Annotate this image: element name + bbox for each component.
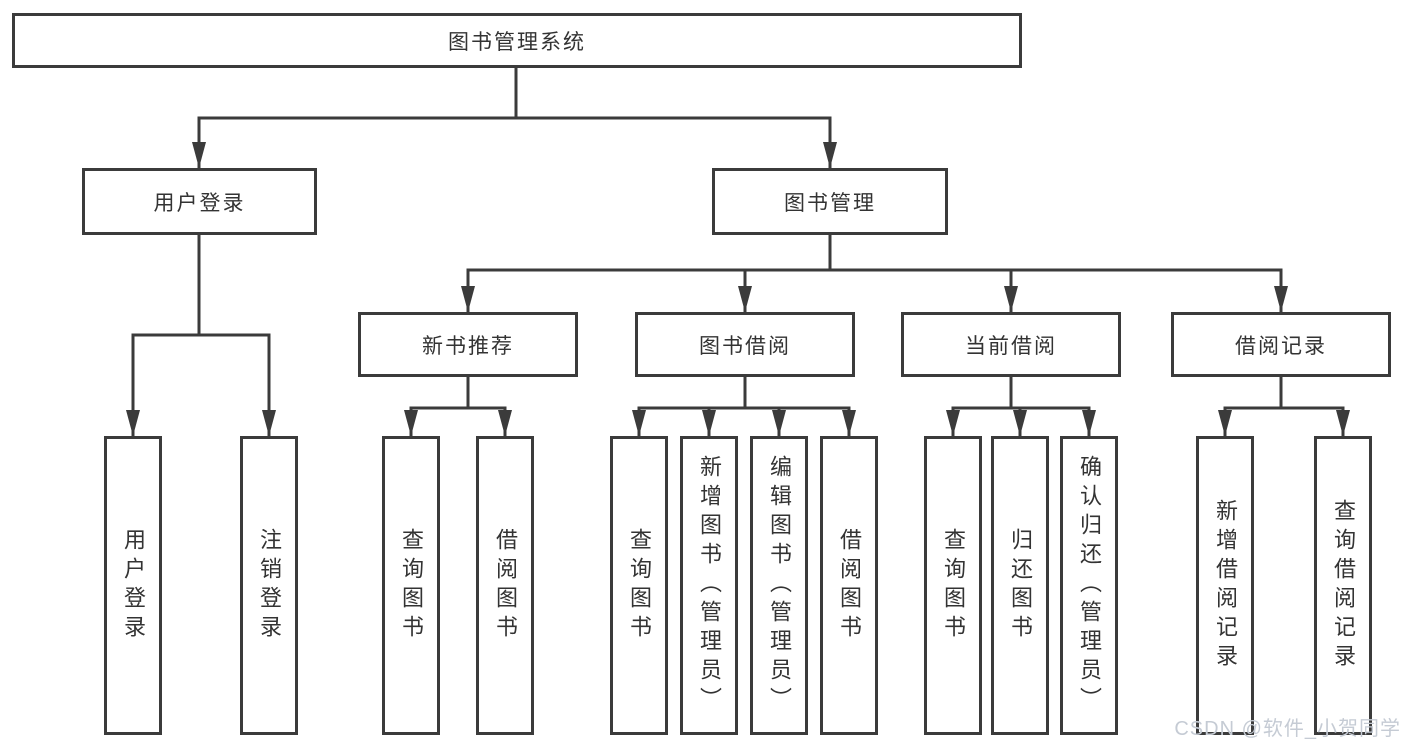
leaf-add-borrow-record: 新增借阅记录 (1196, 436, 1254, 735)
leaf-label: 借阅图书 (493, 527, 518, 644)
leaf-borrow-books: 借阅图书 (820, 436, 878, 735)
leaf-query-books-current: 查询图书 (924, 436, 982, 735)
connector-current-borrow-bar (951, 375, 1091, 410)
node-label: 用户登录 (153, 191, 246, 215)
node-user-login: 用户登录 (82, 168, 317, 235)
leaf-query-books-borrow: 查询图书 (610, 436, 668, 735)
connector-borrow-records-bar (1223, 375, 1345, 410)
node-label: 借阅记录 (1235, 334, 1327, 358)
node-book-management: 图书管理 (712, 168, 948, 235)
node-root-system: 图书管理系统 (12, 13, 1022, 68)
connector-new-book-bar (409, 375, 507, 410)
leaf-logout: 注销登录 (240, 436, 298, 735)
node-label: 图书借阅 (699, 334, 791, 358)
leaf-return-books: 归还图书 (991, 436, 1049, 735)
leaf-query-borrow-record: 查询借阅记录 (1314, 436, 1372, 735)
leaf-query-books-recommend: 查询图书 (382, 436, 440, 735)
node-current-borrow: 当前借阅 (901, 312, 1121, 377)
leaf-label: 查询图书 (941, 527, 966, 644)
node-label: 图书管理 (784, 191, 876, 215)
leaf-label: 注销登录 (257, 527, 282, 644)
leaf-label: 确认归还（管理员） (1077, 455, 1102, 716)
csdn-watermark: CSDN @软件_小贺同学 (1174, 718, 1401, 740)
leaf-label: 归还图书 (1008, 527, 1033, 644)
leaf-confirm-return-admin: 确认归还（管理员） (1060, 436, 1118, 735)
leaf-label: 借阅图书 (837, 527, 862, 644)
leaf-add-books-admin: 新增图书（管理员） (680, 436, 738, 735)
node-label: 当前借阅 (965, 334, 1057, 358)
leaf-label: 编辑图书（管理员） (767, 455, 792, 716)
connector-root-bar (197, 66, 832, 120)
leaf-label: 查询借阅记录 (1331, 498, 1356, 673)
node-label: 新书推荐 (422, 334, 514, 358)
leaf-label: 查询图书 (399, 527, 424, 644)
leaf-borrow-books-recommend: 借阅图书 (476, 436, 534, 735)
leaf-label: 查询图书 (627, 527, 652, 644)
leaf-label: 用户登录 (121, 527, 146, 644)
leaf-edit-books-admin: 编辑图书（管理员） (750, 436, 808, 735)
node-new-book-recommend: 新书推荐 (358, 312, 578, 377)
connector-user-login-bar (131, 233, 271, 337)
node-borrow-records: 借阅记录 (1171, 312, 1391, 377)
connector-book-borrow-bar (637, 375, 851, 410)
node-label: 图书管理系统 (448, 30, 586, 54)
leaf-user-login: 用户登录 (104, 436, 162, 735)
node-book-borrow: 图书借阅 (635, 312, 855, 377)
leaf-label: 新增借阅记录 (1213, 498, 1238, 673)
leaf-label: 新增图书（管理员） (697, 455, 722, 716)
connector-book-management-bar (466, 233, 1283, 272)
